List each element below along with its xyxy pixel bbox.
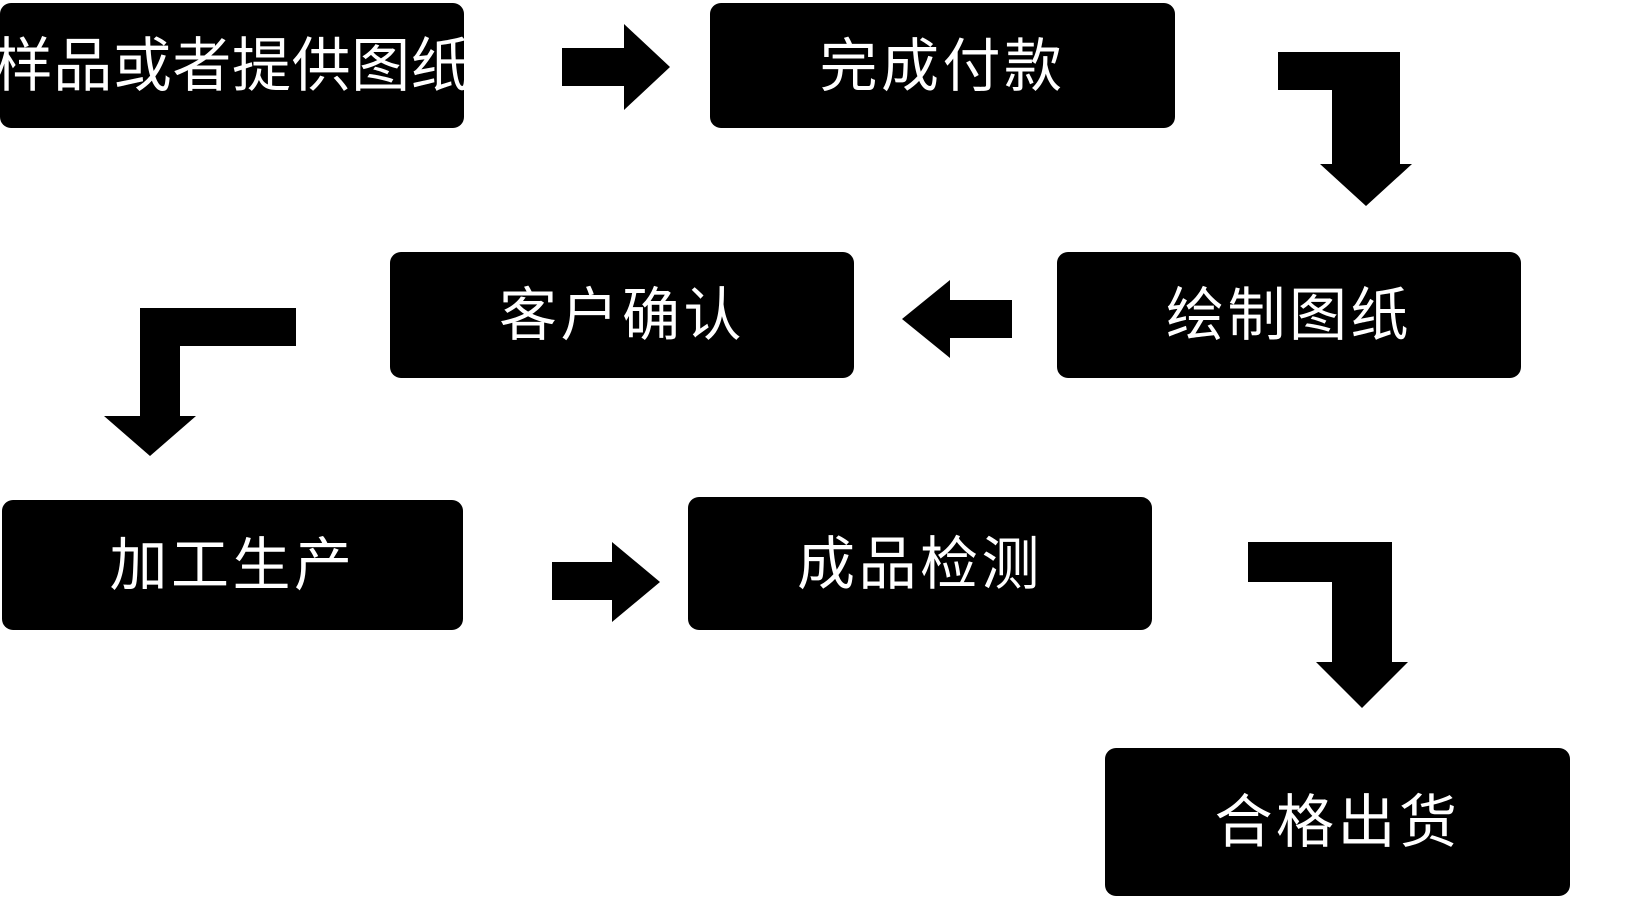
flow-node-produce[interactable]: 加工生产 xyxy=(2,500,463,630)
arrow-right-icon xyxy=(556,22,676,112)
arrow-right-icon xyxy=(546,540,666,624)
flow-node-inspect-label: 成品检测 xyxy=(797,529,1043,598)
flow-node-drawing-label: 绘制图纸 xyxy=(1166,281,1412,349)
flow-node-confirm[interactable]: 客户确认 xyxy=(390,252,854,378)
flow-node-sample-label: 样品或者提供图纸 xyxy=(0,31,471,100)
flow-node-confirm-label: 客户确认 xyxy=(499,281,745,349)
arrow-elbow-left-down-icon xyxy=(104,290,302,460)
flow-node-produce-label: 加工生产 xyxy=(109,531,356,599)
arrow-elbow-right-down-icon xyxy=(1272,46,1412,211)
arrow-left-icon xyxy=(898,278,1018,360)
flow-node-sample[interactable]: 样品或者提供图纸 xyxy=(0,3,470,128)
flow-node-ship[interactable]: 合格出货 xyxy=(1105,748,1570,896)
arrow-elbow-right-down-icon xyxy=(1240,534,1410,714)
flow-node-payment-label: 完成付款 xyxy=(819,31,1066,100)
flow-node-drawing[interactable]: 绘制图纸 xyxy=(1057,252,1521,378)
flow-node-ship-label: 合格出货 xyxy=(1214,788,1461,856)
flow-node-payment[interactable]: 完成付款 xyxy=(710,3,1175,128)
flow-node-inspect[interactable]: 成品检测 xyxy=(688,497,1152,630)
